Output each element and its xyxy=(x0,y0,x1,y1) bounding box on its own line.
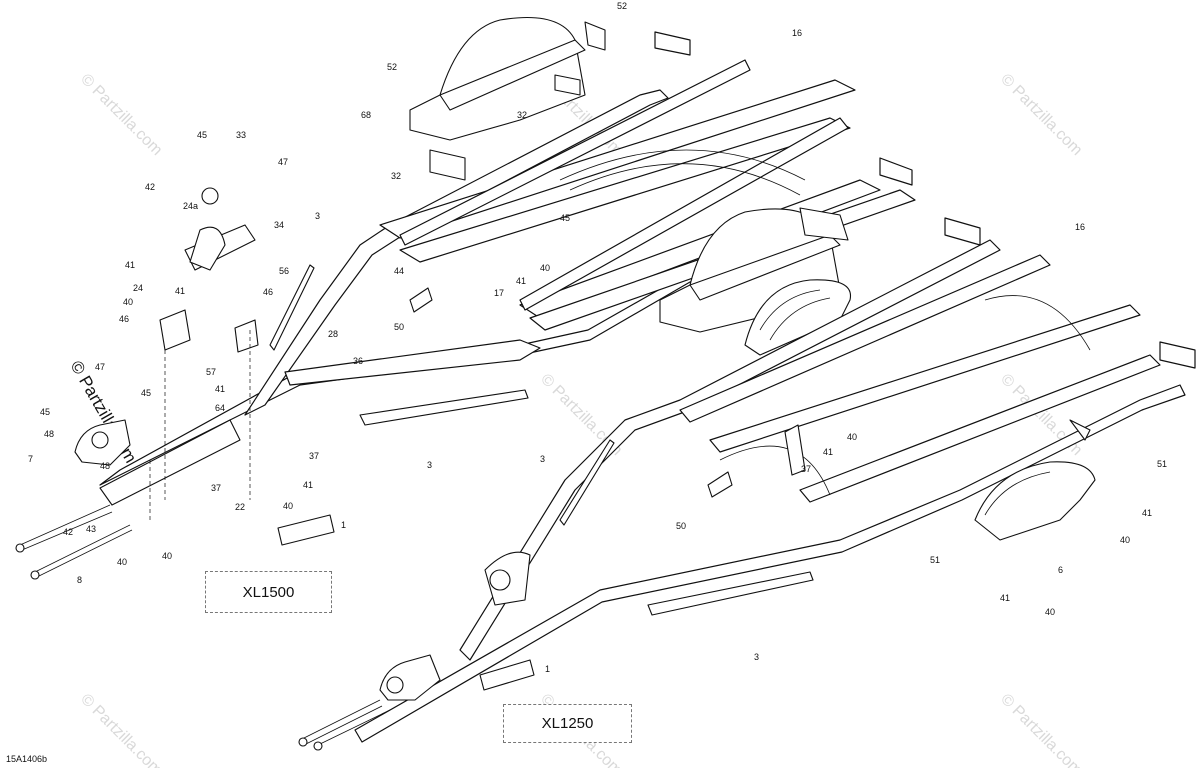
callout-number: 3 xyxy=(315,211,320,221)
watermark-text: © Partzilla.com xyxy=(77,691,165,768)
callout-number: 37 xyxy=(309,451,319,461)
callout-number: 3 xyxy=(427,460,432,470)
callout-number: 48 xyxy=(44,429,54,439)
callout-number: 64 xyxy=(215,403,225,413)
callout-number: 16 xyxy=(1075,222,1085,232)
model-name: XL1500 xyxy=(242,583,295,601)
callout-number: 28 xyxy=(328,329,338,339)
drawing-code: 15A1406b xyxy=(6,754,48,764)
callout-number: 8 xyxy=(77,575,82,585)
callout-number: 1 xyxy=(341,520,346,530)
callout-number: 41 xyxy=(303,480,313,490)
callout-number: 68 xyxy=(361,110,371,120)
callout-number: 36 xyxy=(353,356,363,366)
callout-number: 45 xyxy=(197,130,207,140)
callout-number: 45 xyxy=(40,407,50,417)
callout-number: 33 xyxy=(236,130,246,140)
callout-number: 37 xyxy=(211,483,221,493)
callout-number: 42 xyxy=(63,527,73,537)
callout-number: 41 xyxy=(215,384,225,394)
callout-number: 3 xyxy=(754,652,759,662)
callout-number: 41 xyxy=(1000,593,1010,603)
callout-number: 37 xyxy=(801,464,811,474)
callout-number: 40 xyxy=(162,551,172,561)
watermark-text: © Partzilla.com xyxy=(997,71,1085,159)
callout-number: 16 xyxy=(792,28,802,38)
callout-number: 42 xyxy=(145,182,155,192)
callout-number: 41 xyxy=(125,260,135,270)
callout-number: 41 xyxy=(175,286,185,296)
callout-number: 50 xyxy=(394,322,404,332)
callout-number: 24a xyxy=(183,201,198,211)
callout-number: 6 xyxy=(1058,565,1063,575)
callout-number: 51 xyxy=(1157,459,1167,469)
callout-number: 40 xyxy=(540,263,550,273)
callout-number: 48 xyxy=(100,461,110,471)
callout-number: 40 xyxy=(847,432,857,442)
watermark-text: © Partzilla.com xyxy=(77,71,165,159)
callout-number: 50 xyxy=(676,521,686,531)
callout-number: 22 xyxy=(235,502,245,512)
callout-number: 40 xyxy=(1045,607,1055,617)
callout-number: 43 xyxy=(86,524,96,534)
callout-number: 7 xyxy=(28,454,33,464)
callout-number: 3 xyxy=(540,454,545,464)
callout-number: 1 xyxy=(545,664,550,674)
callout-number: 41 xyxy=(1142,508,1152,518)
callout-number: 40 xyxy=(117,557,127,567)
callout-number: 32 xyxy=(391,171,401,181)
callout-number: 41 xyxy=(516,276,526,286)
callout-number: 40 xyxy=(123,297,133,307)
callout-number: 47 xyxy=(278,157,288,167)
callout-number: 51 xyxy=(930,555,940,565)
callout-number: 44 xyxy=(394,266,404,276)
callout-number: 47 xyxy=(95,362,105,372)
callout-number: 32 xyxy=(517,110,527,120)
model-name: XL1250 xyxy=(541,715,594,732)
xl1500-trailer xyxy=(15,17,916,580)
watermark-text: © Partzilla.com xyxy=(997,691,1085,768)
callout-number: 57 xyxy=(206,367,216,377)
xl1250-trailer xyxy=(298,217,1196,751)
callout-number: 52 xyxy=(617,1,627,11)
callout-number: 45 xyxy=(141,388,151,398)
callout-number: 17 xyxy=(494,288,504,298)
callout-number: 45 xyxy=(560,213,570,223)
callout-number: 56 xyxy=(279,266,289,276)
callout-number: 34 xyxy=(274,220,284,230)
model-label-xl1500: XL1500 xyxy=(205,571,332,613)
callout-number: 52 xyxy=(387,62,397,72)
callout-number: 40 xyxy=(283,501,293,511)
model-label-xl1250: XL1250 xyxy=(503,704,632,743)
callout-number: 46 xyxy=(263,287,273,297)
callout-number: 24 xyxy=(133,283,143,293)
callout-number: 40 xyxy=(1120,535,1130,545)
callout-number: 46 xyxy=(119,314,129,324)
callout-number: 41 xyxy=(823,447,833,457)
